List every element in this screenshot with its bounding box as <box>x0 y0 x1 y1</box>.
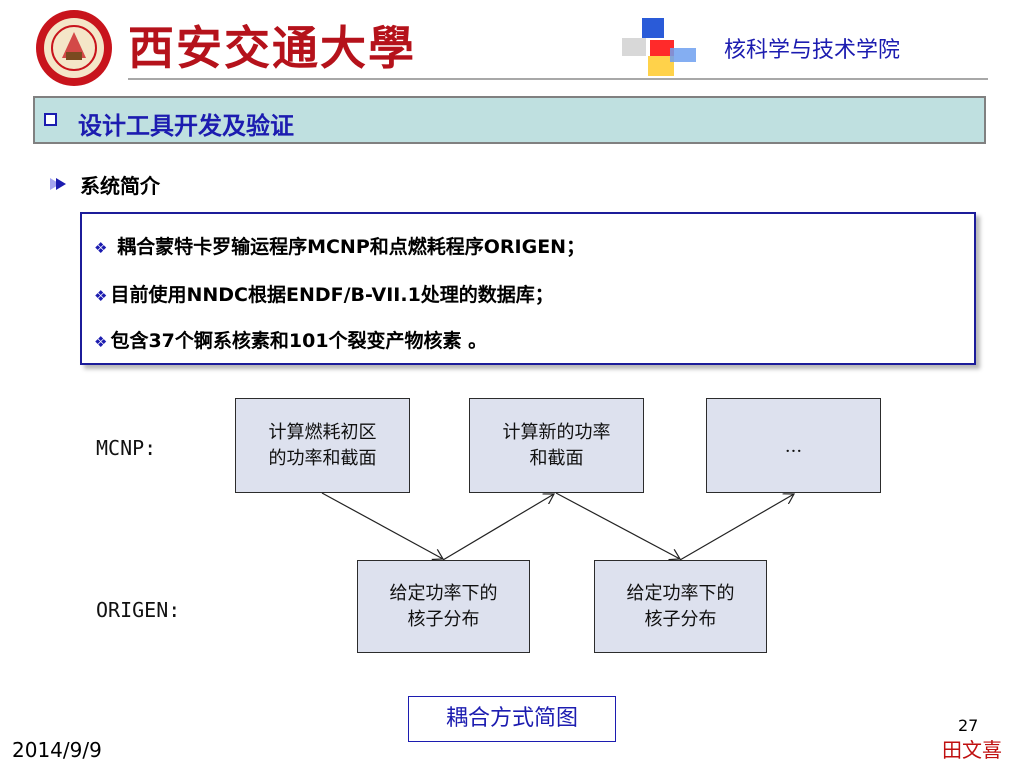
diamond-bullet-icon: ❖ <box>94 287 108 305</box>
diamond-bullet-icon: ❖ <box>94 333 108 351</box>
system-intro-box <box>80 212 976 365</box>
author-name: 田文喜 <box>942 738 1002 762</box>
box-line: 计算新的功率 <box>502 421 611 443</box>
mcnp-step-1-box: 计算燃耗初区的功率和截面 <box>235 398 410 493</box>
mcnp-step-3-box: ··· <box>706 398 881 493</box>
section-title: 设计工具开发及验证 <box>78 112 294 140</box>
page-number: 27 <box>958 716 979 735</box>
box-line: 的功率和截面 <box>268 447 377 469</box>
box-line: 核子分布 <box>644 608 717 630</box>
diagram-caption: 耦合方式简图 <box>408 696 616 742</box>
box-line: 计算燃耗初区 <box>268 421 377 443</box>
mcnp-step-2-box: 计算新的功率和截面 <box>469 398 644 493</box>
mcnp-row-label: MCNP: <box>96 436 157 460</box>
header-divider <box>128 78 988 80</box>
bullet-text: 耦合蒙特卡罗输运程序MCNP和点燃耗程序ORIGEN； <box>110 236 586 258</box>
origen-step-2-box: 给定功率下的核子分布 <box>594 560 767 653</box>
checkbox-square-icon <box>44 113 57 126</box>
box-line: ··· <box>784 441 803 462</box>
university-name-logo: 西安交通大學 <box>128 21 416 75</box>
arrow-b-to-e <box>555 492 680 559</box>
box-line: 给定功率下的 <box>626 582 735 604</box>
university-seal-logo <box>36 10 112 86</box>
arrow-a-to-d <box>321 492 443 559</box>
origen-row-label: ORIGEN: <box>96 598 181 622</box>
school-name: 核科学与技术学院 <box>724 38 901 63</box>
box-line: 和截面 <box>529 447 584 469</box>
bullet-item: ❖ 耦合蒙特卡罗输运程序MCNP和点燃耗程序ORIGEN； <box>94 232 585 259</box>
diamond-bullet-icon: ❖ <box>94 239 108 257</box>
arrow-d-to-b <box>442 494 554 561</box>
bullet-item: ❖包含37个锕系核素和101个裂变产物核素 。 <box>94 326 487 353</box>
subsection-title: 系统简介 <box>80 174 160 198</box>
box-line: 核子分布 <box>407 608 480 630</box>
box-line: 给定功率下的 <box>389 582 498 604</box>
section-title-bar <box>33 96 986 144</box>
arrow-e-to-c <box>679 494 794 561</box>
arrow-bullet-icon <box>56 178 66 190</box>
decorative-squares-icon <box>622 18 696 76</box>
origen-step-1-box: 给定功率下的核子分布 <box>357 560 530 653</box>
bullet-item: ❖目前使用NNDC根据ENDF/B-VII.1处理的数据库； <box>94 280 554 307</box>
bullet-text: 包含37个锕系核素和101个裂变产物核素 。 <box>110 330 488 352</box>
slide-date: 2014/9/9 <box>12 738 102 762</box>
bullet-text: 目前使用NNDC根据ENDF/B-VII.1处理的数据库； <box>110 284 554 306</box>
arrow-bullet-shadow-icon <box>50 178 60 190</box>
